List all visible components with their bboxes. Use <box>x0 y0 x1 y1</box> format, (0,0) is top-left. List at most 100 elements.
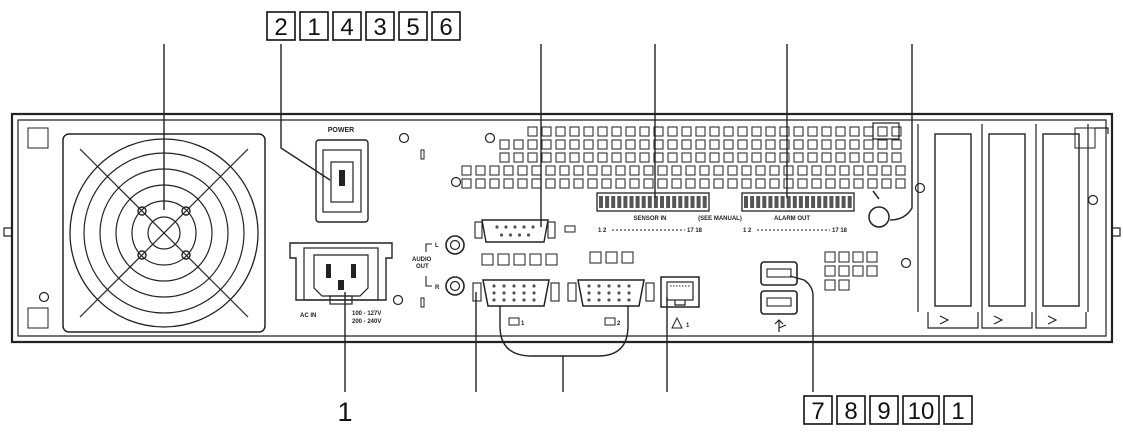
callout-box <box>431 11 461 41</box>
ac-inlet: AC IN 100 - 127V 200 - 240V <box>289 242 393 325</box>
vent-hole <box>667 152 678 163</box>
callout-box <box>869 395 899 425</box>
vent-hole <box>751 139 762 150</box>
vent-hole <box>555 139 566 150</box>
vent-hole <box>751 152 762 163</box>
vga-pin <box>492 291 496 295</box>
terminal-contact <box>811 196 816 208</box>
vent-hole <box>589 251 602 264</box>
vga-pin <box>597 298 601 302</box>
vent-hole <box>713 165 724 176</box>
vent-holes <box>461 126 906 291</box>
callout-number: 1 <box>951 398 964 425</box>
vent-hole <box>499 152 510 163</box>
vent-hole <box>569 152 580 163</box>
vga-pin <box>532 291 536 295</box>
vent-hole <box>835 126 846 137</box>
power-switch: POWER <box>315 127 369 223</box>
terminal-contact <box>629 196 634 208</box>
vent-hole <box>821 152 832 163</box>
vent-hole <box>863 139 874 150</box>
vent-hole <box>685 178 696 189</box>
vent-hole <box>863 152 874 163</box>
callout-box <box>803 395 833 425</box>
vent-hole <box>667 126 678 137</box>
vga-pin <box>502 298 506 302</box>
terminal-contact <box>847 196 852 208</box>
vent-hole <box>811 178 822 189</box>
vent-hole <box>489 165 500 176</box>
vent-hole <box>793 126 804 137</box>
terminal-contact <box>805 196 809 208</box>
vent-hole <box>779 126 790 137</box>
vent-hole <box>835 152 846 163</box>
vent-hole <box>597 152 608 163</box>
vent-hole <box>891 139 902 150</box>
vent-hole <box>685 165 696 176</box>
vent-hole <box>709 126 720 137</box>
vent-hole <box>601 165 612 176</box>
terminal-contact <box>684 196 689 208</box>
ac-in-label: AC IN <box>300 313 316 319</box>
terminal-contact <box>798 196 803 208</box>
vent-hole <box>737 126 748 137</box>
vent-hole <box>867 165 878 176</box>
vent-hole <box>625 139 636 150</box>
vent-hole <box>849 152 860 163</box>
vent-hole <box>695 126 706 137</box>
vga-pin <box>532 298 536 302</box>
vent-hole <box>824 279 836 291</box>
vent-hole <box>541 139 552 150</box>
vent-hole <box>751 126 762 137</box>
vent-hole <box>793 152 804 163</box>
vent-hole <box>755 178 766 189</box>
vent-hole <box>821 139 832 150</box>
vent-hole <box>597 126 608 137</box>
vent-hole <box>545 253 558 266</box>
alarm-out-terminal <box>741 192 855 212</box>
vent-hole <box>849 139 860 150</box>
vent-hole <box>555 152 566 163</box>
callout-number: 5 <box>406 14 419 41</box>
vent-hole <box>499 139 510 150</box>
audio-out-label: AUDIO <box>412 257 432 263</box>
vent-hole <box>769 165 780 176</box>
terminal-contact <box>666 196 671 208</box>
see-manual-label: (SEE MANUAL) <box>698 216 742 222</box>
callout-box <box>299 11 329 41</box>
vent-hole <box>895 178 906 189</box>
network-1-label: 1 <box>686 323 690 329</box>
vent-hole <box>779 152 790 163</box>
callout-number: 3 <box>373 14 386 41</box>
vent-hole <box>839 178 850 189</box>
vent-hole <box>657 165 668 176</box>
vga-pin <box>627 298 631 302</box>
vent-hole <box>699 165 710 176</box>
usb-ports <box>760 261 798 332</box>
voltage-label-2: 200 - 240V <box>352 319 381 325</box>
vent-hole <box>545 178 556 189</box>
terminal-contact <box>599 196 603 208</box>
vent-hole <box>681 139 692 150</box>
audio-out-label-2: OUT <box>416 264 429 270</box>
vent-hole <box>863 126 874 137</box>
vent-hole <box>545 165 556 176</box>
vga-pin <box>617 291 621 295</box>
vent-hole <box>671 178 682 189</box>
vent-hole <box>695 139 706 150</box>
power-label: POWER <box>328 127 354 134</box>
terminal-contact <box>635 196 640 208</box>
sensor-end-label: 17 18 <box>687 228 703 234</box>
vent-hole <box>793 139 804 150</box>
terminal-contact <box>653 196 658 208</box>
terminal-contact <box>829 196 834 208</box>
terminal-contact <box>762 196 767 208</box>
top-callout-group: 2 1 4 3 5 6 <box>266 11 461 41</box>
vent-hole <box>667 139 678 150</box>
terminal-contact <box>605 196 610 208</box>
callout-box <box>365 11 395 41</box>
vent-hole <box>583 152 594 163</box>
vent-hole <box>849 126 860 137</box>
vga-pin <box>492 284 496 288</box>
vent-hole <box>835 139 846 150</box>
